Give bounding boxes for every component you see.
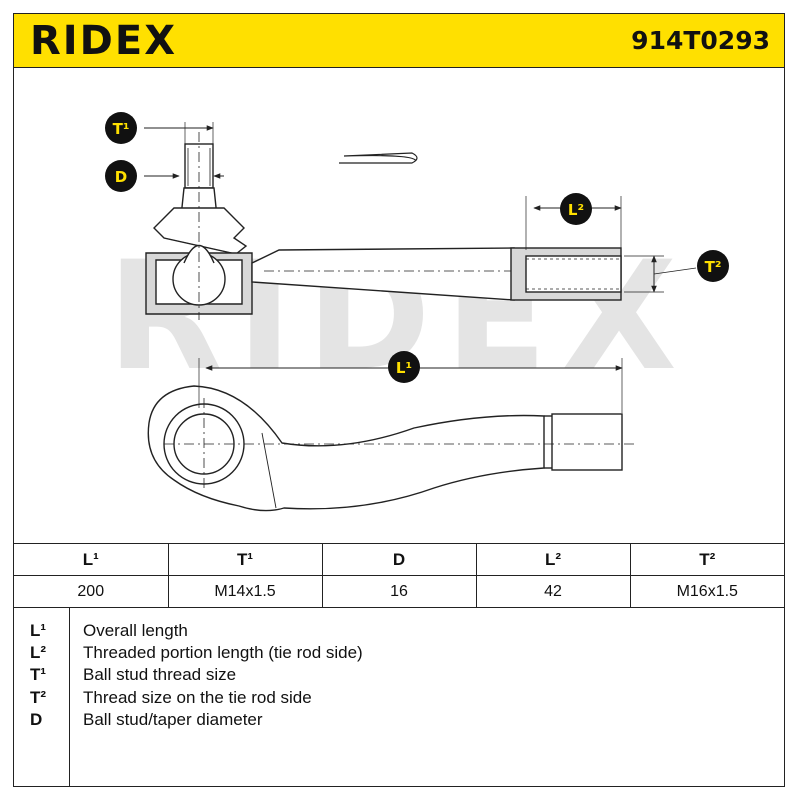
callout-l1: L¹ [388,351,420,383]
legend-divider [69,608,70,786]
legend-description: Ball stud/taper diameter [83,710,263,729]
callout-l2: L² [560,193,592,225]
specs-header-cell: L² [475,543,631,576]
specs-value-cell: 16 [321,575,477,608]
legend-description: Ball stud thread size [83,665,237,684]
specs-header-cell: T² [629,543,784,576]
specs-table: L¹ T¹ D L² T² 200 M14x1.5 16 42 M16x1.5 [14,543,784,608]
product-sheet: RIDEX 914T0293 RIDEX [13,13,785,787]
legend-description: Threaded portion length (tie rod side) [83,643,363,662]
specs-value-cell: M16x1.5 [629,575,784,608]
legend-symbol: T¹ [30,665,47,684]
callout-t2: T² [697,250,729,282]
legend-symbol: L¹ [30,621,47,640]
callout-t1: T¹ [105,112,137,144]
legend-symbol: D [30,710,43,729]
specs-value-cell: 200 [14,575,169,608]
specs-value-cell: 42 [475,575,631,608]
callout-l2-label: L² [568,201,584,219]
tie-rod-end-plan-view [147,385,634,512]
legend-symbol: T² [30,688,47,707]
tie-rod-end-section-view [145,132,622,320]
specs-value-cell: M14x1.5 [167,575,323,608]
legend-description: Thread size on the tie rod side [83,688,312,707]
callout-t1-label: T¹ [113,120,130,138]
specs-value-row: 200 M14x1.5 16 42 M16x1.5 [14,575,784,608]
callout-t2-label: T² [705,258,722,276]
part-number: 914T0293 [631,26,770,55]
callout-d-label: D [115,168,127,186]
callout-l1-label: L¹ [396,359,412,377]
technical-drawing: RIDEX [105,112,729,512]
legend-symbol: L² [30,643,47,662]
legend-description: Overall length [83,621,188,640]
specs-header-cell: T¹ [167,543,323,576]
brand-logo: RIDEX [30,18,178,64]
header-bar: RIDEX 914T0293 [14,14,784,68]
specs-header-row: L¹ T¹ D L² T² [14,543,784,576]
callout-d: D [105,160,137,192]
dimension-lines-top [144,122,697,293]
specs-header-cell: L¹ [14,543,169,576]
specs-header-cell: D [321,543,477,576]
legend: L¹ Overall length L² Threaded portion le… [14,608,784,786]
